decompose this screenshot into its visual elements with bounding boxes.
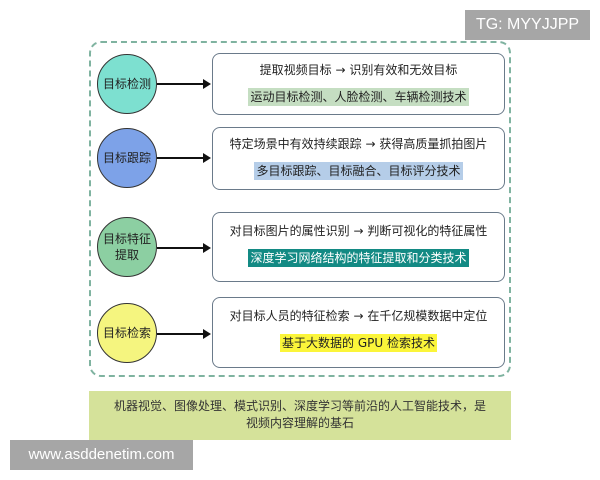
arrow-icon <box>157 153 211 163</box>
description-text: 提取视频目标 → 识别有效和无效目标 <box>259 63 458 77</box>
tech-text: 运动目标检测、人脸检测、车辆检测技术 <box>248 88 469 106</box>
watermark-top-right: TG: MYYJJPP <box>465 10 590 40</box>
row-box-target-retrieval: 对目标人员的特征检索 → 在千亿规模数据中定位 基于大数据的 GPU 检索技术 <box>212 297 505 368</box>
summary-note: 机器视觉、图像处理、模式识别、深度学习等前沿的人工智能技术，是 视频内容理解的基… <box>89 391 511 440</box>
tech-text: 深度学习网络结构的特征提取和分类技术 <box>248 249 469 267</box>
summary-line1: 机器视觉、图像处理、模式识别、深度学习等前沿的人工智能技术，是 <box>113 399 486 413</box>
circle-label-line2: 提取 <box>114 248 139 262</box>
watermark-bottom-left: www.asddenetim.com <box>10 440 193 470</box>
row-box-feature-extraction: 对目标图片的属性识别 → 判断可视化的特征属性 深度学习网络结构的特征提取和分类… <box>212 212 505 282</box>
circle-feature-extraction: 目标特征 提取 <box>97 217 157 277</box>
circle-label: 目标跟踪 <box>102 151 151 165</box>
row-box-target-detection: 提取视频目标 → 识别有效和无效目标 运动目标检测、人脸检测、车辆检测技术 <box>212 53 505 115</box>
circle-target-detection: 目标检测 <box>97 54 157 114</box>
circle-target-retrieval: 目标检索 <box>97 303 157 363</box>
description-text: 特定场景中有效持续跟踪 → 获得高质量抓拍图片 <box>229 137 488 151</box>
circle-label-line1: 目标特征 <box>102 232 151 246</box>
tech-text: 多目标跟踪、目标融合、目标评分技术 <box>254 162 463 180</box>
diagram-container <box>89 41 511 377</box>
row-box-target-tracking: 特定场景中有效持续跟踪 → 获得高质量抓拍图片 多目标跟踪、目标融合、目标评分技… <box>212 127 505 190</box>
circle-label: 目标检测 <box>102 77 151 91</box>
circle-target-tracking: 目标跟踪 <box>97 128 157 188</box>
summary-line2: 视频内容理解的基石 <box>245 416 354 430</box>
arrow-icon <box>157 243 211 253</box>
description-text: 对目标图片的属性识别 → 判断可视化的特征属性 <box>229 224 488 238</box>
arrow-icon <box>157 79 211 89</box>
arrow-icon <box>157 329 211 339</box>
tech-text: 基于大数据的 GPU 检索技术 <box>280 334 437 352</box>
description-text: 对目标人员的特征检索 → 在千亿规模数据中定位 <box>229 309 488 323</box>
circle-label: 目标检索 <box>102 326 151 340</box>
